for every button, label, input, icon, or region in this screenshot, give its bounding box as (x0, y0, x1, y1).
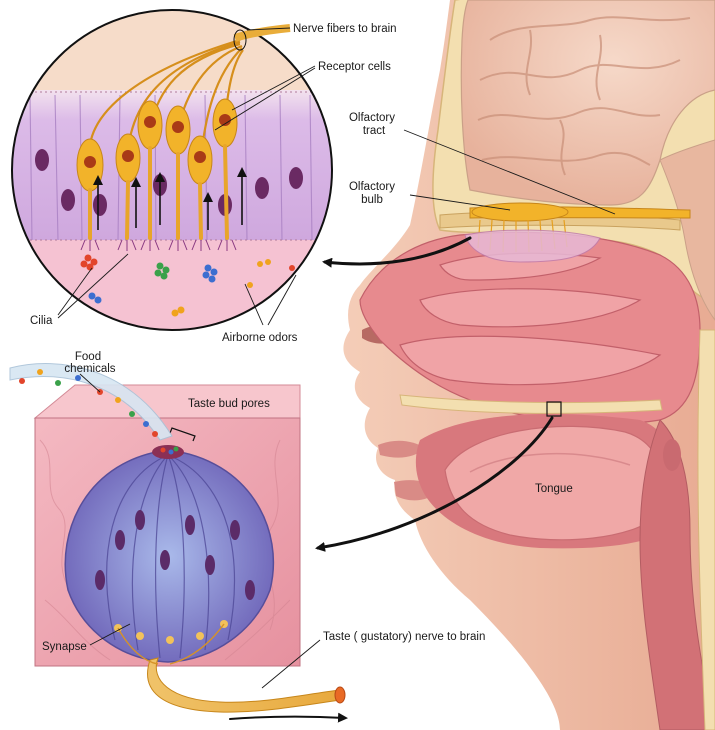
pore-bracket (169, 427, 196, 442)
label-olfactory-bulb-1: Olfactory (349, 181, 395, 193)
labels: Nerve fibers to brain Receptor cells Olf… (30, 23, 573, 653)
callout-arrows (229, 236, 554, 723)
olfactory-callout-arrow (322, 236, 472, 268)
label-cilia: Cilia (30, 315, 53, 327)
odor-molecules (80, 254, 301, 317)
olfactory-magnified-view (11, 9, 333, 331)
head-profile (343, 0, 715, 730)
label-taste-nerve: Taste ( gustatory) nerve to brain (323, 631, 485, 643)
brain (460, 0, 715, 206)
signal-arrows (93, 167, 247, 230)
inferior-turbinate (399, 335, 662, 386)
label-synapse: Synapse (42, 641, 87, 653)
taste-pore (152, 445, 184, 459)
middle-turbinate (419, 288, 642, 328)
tonsil (663, 439, 681, 471)
label-food-chemicals-1: Food (75, 351, 101, 363)
taste-bud-magnified-view (9, 363, 346, 713)
leader-lines (57, 27, 616, 689)
olfactory-bulb (471, 202, 569, 222)
taste-callout-arrow (315, 416, 554, 552)
label-receptor-cells: Receptor cells (318, 61, 391, 73)
label-olfactory-bulb-2: bulb (361, 194, 383, 206)
label-tongue: Tongue (535, 483, 573, 495)
lips (378, 440, 425, 458)
label-nerve-fibers: Nerve fibers to brain (293, 23, 397, 35)
label-airborne-odors: Airborne odors (222, 332, 298, 344)
label-food-chemicals-2: chemicals (64, 363, 115, 375)
pharynx (639, 419, 715, 730)
nerve-direction-arrow (229, 712, 348, 723)
olfactory-epithelium-region (464, 229, 601, 263)
taste-bud-location-box (546, 401, 562, 417)
brainstem (659, 139, 715, 321)
label-olfactory-tract-2: tract (363, 125, 386, 137)
receptor-cells (76, 38, 244, 251)
mucus-layer (12, 240, 332, 330)
hard-palate (399, 394, 663, 414)
label-olfactory-tract-1: Olfactory (349, 112, 395, 124)
food-chemical-particles (19, 369, 158, 437)
label-taste-bud-pores: Taste bud pores (188, 398, 270, 410)
